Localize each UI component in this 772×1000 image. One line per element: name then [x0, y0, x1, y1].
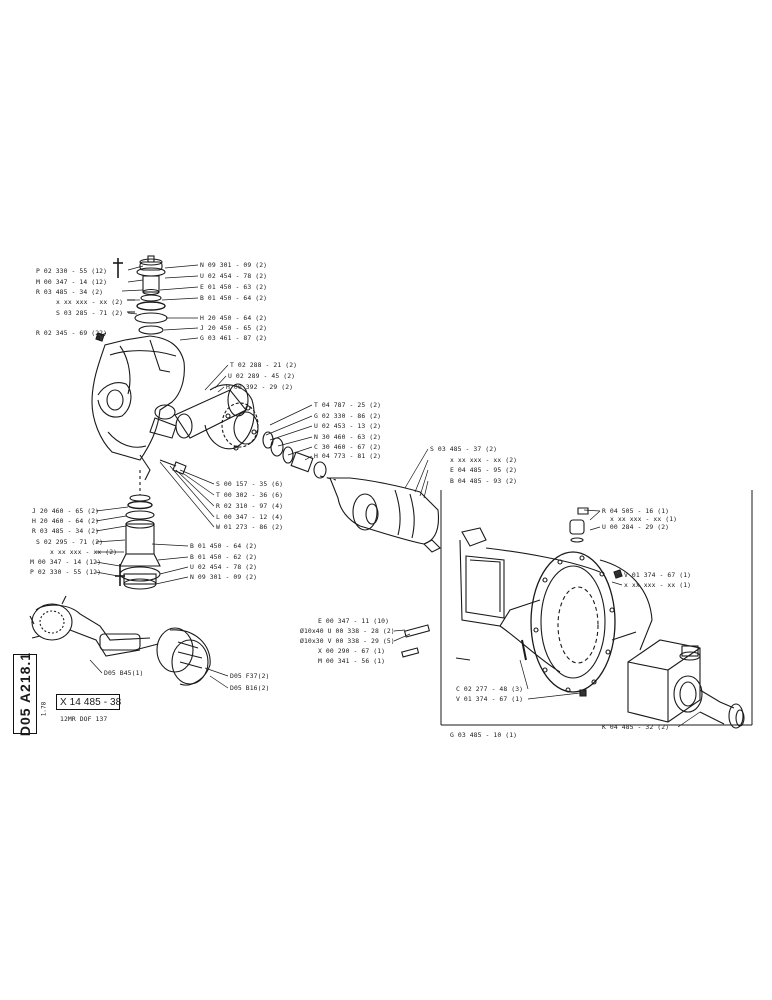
- part-label: M 00 347 - 14 (12): [36, 278, 108, 286]
- part-label: P 02 330 - 55 (12): [30, 568, 102, 576]
- part-label: R 03 485 - 34 (2): [32, 527, 100, 535]
- gear-housing: [627, 639, 745, 729]
- sheet-small-code-box: 1.78: [40, 694, 48, 724]
- part-label: H 00 392 - 29 (2): [226, 383, 294, 391]
- part-label: U 00 284 - 29 (2): [602, 523, 670, 531]
- part-label: S 03 485 - 37 (2): [430, 445, 498, 453]
- part-label: U 02 453 - 13 (2): [314, 422, 382, 430]
- part-label: R 02 310 - 97 (4): [216, 502, 284, 510]
- part-label: E 04 485 - 95 (2): [450, 466, 518, 474]
- part-label: R 02 345 - 69 (22): [36, 329, 108, 337]
- part-label: Ø10x30 V 00 338 - 29 (5): [300, 637, 395, 645]
- axle-housing: [459, 507, 653, 697]
- part-label: X 00 290 - 67 (1): [318, 647, 386, 655]
- part-label: U 02 454 - 78 (2): [190, 563, 258, 571]
- part-label: U 02 289 - 45 (2): [228, 372, 296, 380]
- part-label: J 20 450 - 65 (2): [200, 324, 268, 332]
- part-label: H 20 450 - 64 (2): [200, 314, 268, 322]
- sheet-code: D05 A218.1: [17, 651, 33, 737]
- part-label: T 00 302 - 36 (6): [216, 491, 284, 499]
- ref-label: D05 F37(2): [230, 672, 270, 680]
- part-label: x xx xxx - xx (1): [624, 581, 692, 589]
- part-label: S 03 285 - 71 (2): [56, 309, 124, 317]
- part-label: T 02 288 - 21 (2): [230, 361, 298, 369]
- part-label: N 30 460 - 63 (2): [314, 433, 382, 441]
- part-label: J 20 460 - 65 (2): [32, 507, 100, 515]
- part-label: Ø10x40 U 00 338 - 28 (2): [300, 627, 395, 635]
- steering-knuckle: [91, 335, 185, 481]
- part-label: V 01 374 - 67 (1): [624, 571, 692, 579]
- right-panel-frame: [440, 490, 753, 726]
- part-label: M 00 341 - 56 (1): [318, 657, 386, 665]
- hub-shaft-assembly: [159, 383, 327, 479]
- part-label: B 01 450 - 62 (2): [190, 553, 258, 561]
- ref-label: D05 B45(1): [104, 669, 144, 677]
- part-label: C 30 460 - 67 (2): [314, 443, 382, 451]
- part-label: U 02 454 - 78 (2): [200, 272, 268, 280]
- part-label: W 01 273 - 86 (2): [216, 523, 284, 531]
- part-label: S 00 157 - 35 (6): [216, 480, 284, 488]
- part-label: L 00 347 - 12 (4): [216, 513, 284, 521]
- part-label: x xx xxx - xx (2): [50, 548, 118, 556]
- assembly-number: X 14 485 - 38: [60, 697, 122, 708]
- part-label: N 09 301 - 09 (2): [190, 573, 258, 581]
- part-label: x xx xxx - xx (2): [56, 298, 124, 306]
- part-label: x xx xxx - xx (2): [450, 456, 518, 464]
- part-label: R 03 485 - 34 (2): [36, 288, 104, 296]
- part-label: B 01 450 - 64 (2): [200, 294, 268, 302]
- part-label: K 04 485 - 32 (2): [602, 723, 670, 731]
- overview-assembly: [29, 595, 211, 686]
- part-label: x xx xxx - xx (1): [610, 515, 678, 523]
- leader-lines: [89, 264, 701, 728]
- part-label: G 03 485 - 10 (1): [450, 731, 518, 739]
- axle-boot: [319, 475, 441, 553]
- part-label: B 01 450 - 64 (2): [190, 542, 258, 550]
- sheet-code-box: D05 A218.1: [13, 651, 37, 737]
- part-label: R 04 505 - 16 (1): [602, 507, 670, 515]
- assembly-name: 12MR DOF 137: [60, 715, 108, 723]
- part-label: T 04 787 - 25 (2): [314, 401, 382, 409]
- part-label: S 02 295 - 71 (2): [36, 538, 104, 546]
- part-label: E 00 347 - 11 (10): [318, 617, 390, 625]
- ref-label: D05 B16(2): [230, 684, 270, 692]
- part-label: M 00 347 - 14 (12): [30, 558, 102, 566]
- sheet-small-code: 1.78: [40, 701, 48, 717]
- part-label: N 09 301 - 09 (2): [200, 261, 268, 269]
- part-label: C 02 277 - 48 (3): [456, 685, 524, 693]
- part-label: P 02 330 - 55 (12): [36, 267, 108, 275]
- lower-kingpin-stack: [115, 470, 161, 590]
- part-label: G 03 461 - 87 (2): [200, 334, 268, 342]
- small-hardware: [95, 335, 527, 661]
- part-label: H 20 460 - 64 (2): [32, 517, 100, 525]
- part-label: G 02 330 - 86 (2): [314, 412, 382, 420]
- part-label: E 01 450 - 63 (2): [200, 283, 268, 291]
- part-label: B 04 485 - 93 (2): [450, 477, 518, 485]
- part-label: V 01 374 - 67 (1): [456, 695, 524, 703]
- assembly-number-box: [56, 694, 120, 710]
- part-label: H 04 773 - 81 (2): [314, 452, 382, 460]
